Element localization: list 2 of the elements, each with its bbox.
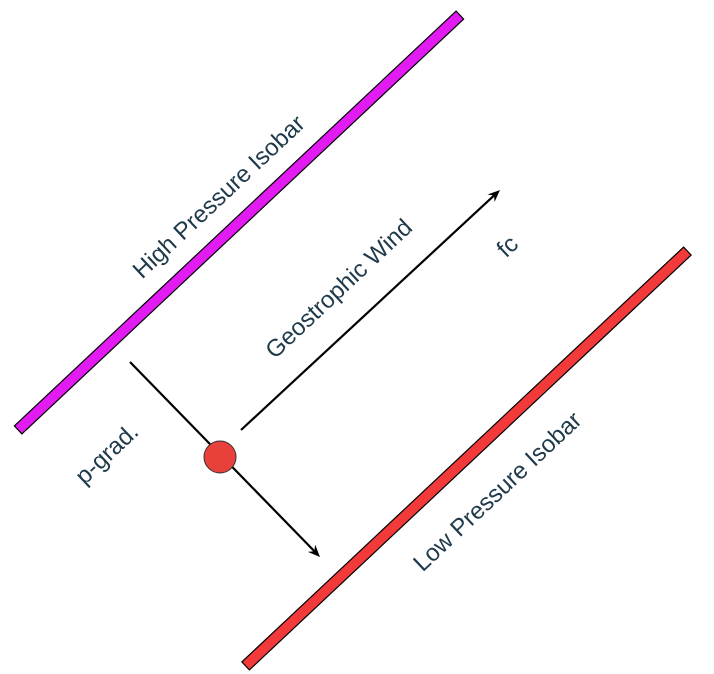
force-label: fc [496, 238, 518, 258]
air-parcel-circle [204, 440, 236, 474]
